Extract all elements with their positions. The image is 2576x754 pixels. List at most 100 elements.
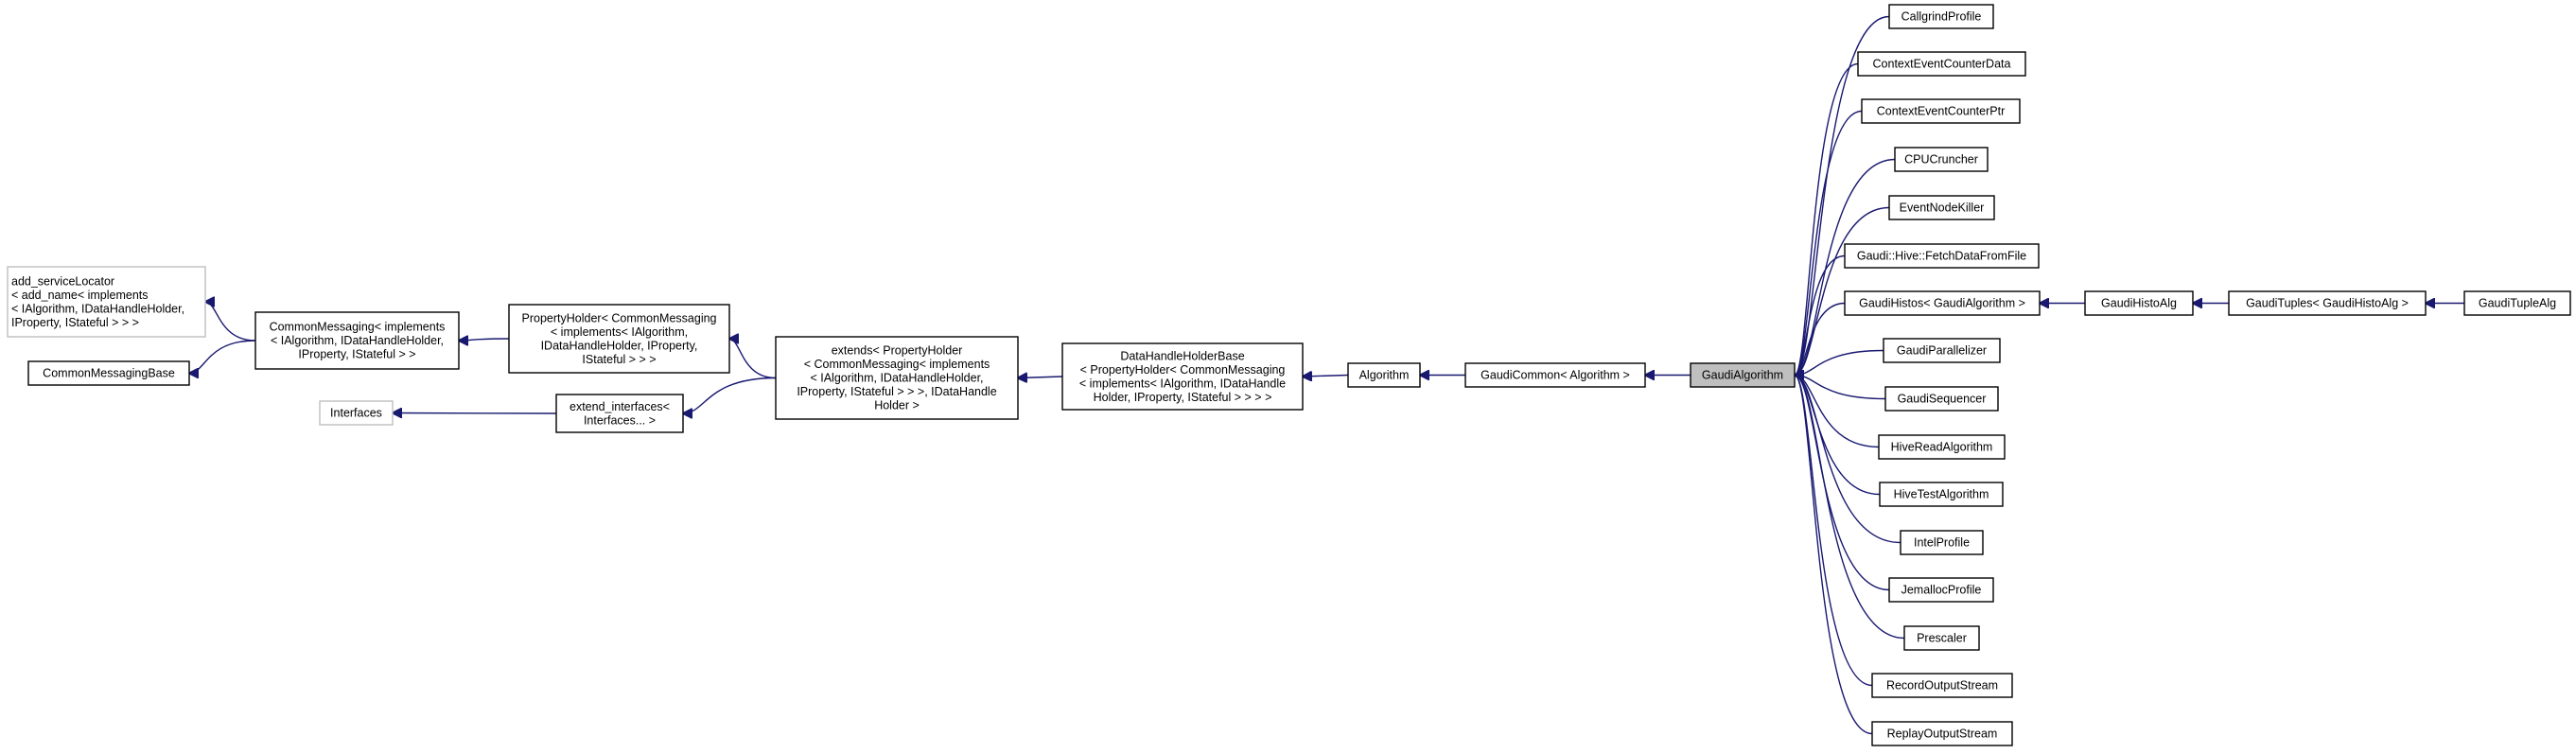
class-label-line: GaudiHistos< GaudiAlgorithm >: [1859, 297, 2025, 310]
class-node-gaudi-sequencer[interactable]: GaudiSequencer: [1884, 386, 1999, 412]
class-box: [27, 360, 190, 386]
class-label-line: IProperty, IStateful > >: [298, 348, 415, 361]
class-node-jemalloc-profile[interactable]: JemallocProfile: [1888, 577, 1994, 603]
class-label-line: GaudiTupleAlg: [2479, 297, 2556, 310]
class-label-line: GaudiHistoAlg: [2101, 297, 2177, 310]
class-label-line: CallgrindProfile: [1901, 10, 1982, 24]
class-label-line: CPUCruncher: [1904, 153, 1978, 167]
edge-context-event-counter-data-to-gaudi-algorithm: [1795, 62, 1859, 376]
class-node-context-event-counter-ptr[interactable]: ContextEventCounterPtr: [1861, 98, 2021, 124]
class-node-property-holder[interactable]: PropertyHolder< CommonMessaging< impleme…: [508, 304, 730, 374]
class-box: [1857, 51, 2026, 77]
class-label-line: < IAlgorithm, IDataHandleHolder,: [810, 372, 983, 385]
class-node-fetch-data-from-file[interactable]: Gaudi::Hive::FetchDataFromFile: [1844, 243, 2040, 269]
class-node-event-node-killer[interactable]: EventNodeKiller: [1888, 195, 1995, 220]
class-label-line: GaudiAlgorithm: [1702, 369, 1783, 382]
class-box: [1871, 673, 2013, 698]
edge-replay-output-stream-to-gaudi-algorithm: [1795, 376, 1873, 735]
class-node-cpucruncher[interactable]: CPUCruncher: [1894, 147, 1989, 172]
edge-fetch-data-from-file-to-gaudi-algorithm: [1795, 254, 1846, 376]
class-node-gaudi-histos[interactable]: GaudiHistos< GaudiAlgorithm >: [1844, 290, 2041, 316]
class-box: [1888, 4, 1994, 29]
class-node-record-output-stream[interactable]: RecordOutputStream: [1871, 673, 2013, 698]
class-label-line: < implements< IAlgorithm, IDataHandle: [1079, 377, 1286, 390]
class-node-gaudi-histo-alg[interactable]: GaudiHistoAlg: [2084, 290, 2194, 316]
class-label-line: < IAlgorithm, IDataHandleHolder,: [271, 334, 444, 347]
class-label-line: CommonMessaging< implements: [270, 321, 446, 334]
class-box: [1844, 290, 2041, 316]
class-box: [1844, 243, 2040, 269]
class-node-intel-profile[interactable]: IntelProfile: [1900, 530, 1984, 555]
class-node-common-messaging[interactable]: CommonMessaging< implements< IAlgorithm,…: [254, 311, 460, 370]
class-node-extend-interfaces[interactable]: extend_interfaces<Interfaces... >: [555, 394, 684, 433]
class-label-line: IntelProfile: [1914, 536, 1970, 550]
class-box: [1884, 386, 1999, 412]
class-node-algorithm[interactable]: Algorithm: [1347, 362, 1421, 388]
class-node-hive-read-algorithm[interactable]: HiveReadAlgorithm: [1878, 434, 2006, 460]
class-label-line: GaudiSequencer: [1898, 393, 1987, 406]
class-node-hive-test-algorithm[interactable]: HiveTestAlgorithm: [1879, 482, 2004, 507]
class-label-line: Gaudi::Hive::FetchDataFromFile: [1857, 250, 2026, 263]
edge-extends-to-property-holder: [729, 339, 777, 379]
class-box: [254, 311, 460, 370]
class-label-line: Prescaler: [1917, 632, 1967, 645]
class-box: [1900, 530, 1984, 555]
class-label-line: IProperty, IStateful > > >: [11, 316, 139, 329]
class-label-line: JemallocProfile: [1901, 584, 1982, 597]
class-node-gaudi-parallelizer[interactable]: GaudiParallelizer: [1883, 338, 2001, 363]
class-label-line: IStateful > > >: [582, 353, 656, 366]
edge-context-event-counter-ptr-to-gaudi-algorithm: [1795, 110, 1863, 376]
class-node-gaudi-tuples[interactable]: GaudiTuples< GaudiHistoAlg >: [2228, 290, 2427, 316]
edge-algorithm-to-data-handle-holder-base: [1303, 376, 1349, 377]
class-node-gaudi-common[interactable]: GaudiCommon< Algorithm >: [1464, 362, 1646, 388]
class-node-extends[interactable]: extends< PropertyHolder< CommonMessaging…: [775, 336, 1019, 420]
class-label-line: RecordOutputStream: [1886, 679, 1998, 693]
edge-cpucruncher-to-gaudi-algorithm: [1795, 158, 1896, 376]
class-box: [2228, 290, 2427, 316]
class-node-callgrind-profile[interactable]: CallgrindProfile: [1888, 4, 1994, 29]
class-box: [1061, 342, 1304, 411]
class-label-line: ReplayOutputStream: [1887, 728, 1998, 741]
class-label-line: PropertyHolder< CommonMessaging: [522, 311, 717, 324]
edge-extend-interfaces-to-interfaces: [393, 413, 557, 414]
class-box: [2463, 290, 2571, 316]
class-box: [1878, 434, 2006, 460]
class-label-line: extends< PropertyHolder: [832, 344, 963, 358]
class-node-add-service-locator[interactable]: add_serviceLocator< add_name< implements…: [7, 266, 206, 338]
class-label-line: IProperty, IStateful > > >, IDataHandle: [797, 385, 996, 398]
nodes: add_serviceLocator< add_name< implements…: [7, 4, 2571, 746]
class-label-line: CommonMessagingBase: [43, 367, 175, 380]
class-label-line: HiveReadAlgorithm: [1891, 441, 1993, 454]
edge-property-holder-to-common-messaging: [459, 339, 510, 341]
edge-prescaler-to-gaudi-algorithm: [1795, 376, 1905, 640]
edge-common-messaging-to-add-service-locator: [205, 302, 256, 342]
class-node-context-event-counter-data[interactable]: ContextEventCounterData: [1857, 51, 2026, 77]
class-box: [508, 304, 730, 374]
class-node-prescaler[interactable]: Prescaler: [1903, 625, 1980, 651]
class-label-line: GaudiTuples< GaudiHistoAlg >: [2246, 297, 2409, 310]
class-node-common-messaging-base[interactable]: CommonMessagingBase: [27, 360, 190, 386]
class-node-interfaces[interactable]: Interfaces: [319, 400, 394, 426]
class-node-data-handle-holder-base[interactable]: DataHandleHolderBase< PropertyHolder< Co…: [1061, 342, 1304, 411]
class-box: [1894, 147, 1989, 172]
class-box: [1888, 195, 1995, 220]
class-node-gaudi-algorithm[interactable]: GaudiAlgorithm: [1690, 362, 1796, 388]
edge-extends-to-extend-interfaces: [683, 377, 777, 414]
edge-callgrind-profile-to-gaudi-algorithm: [1795, 15, 1890, 376]
class-node-gaudi-tuple-alg[interactable]: GaudiTupleAlg: [2463, 290, 2571, 316]
class-label-line: ContextEventCounterPtr: [1877, 105, 2006, 118]
class-node-replay-output-stream[interactable]: ReplayOutputStream: [1871, 721, 2013, 746]
class-label-line: < implements< IAlgorithm,: [551, 325, 688, 339]
edge-event-node-killer-to-gaudi-algorithm: [1795, 206, 1890, 376]
class-label-line: GaudiParallelizer: [1897, 344, 1987, 358]
class-box: [1883, 338, 2001, 363]
class-box: [1903, 625, 1980, 651]
class-box: [1888, 577, 1994, 603]
class-box: [555, 394, 684, 433]
class-label-line: DataHandleHolderBase: [1120, 349, 1244, 362]
class-box: [1347, 362, 1421, 388]
class-label-line: Holder, IProperty, IStateful > > > >: [1094, 391, 1272, 404]
class-box: [319, 400, 394, 426]
edge-common-messaging-to-common-messaging-base: [189, 340, 256, 374]
